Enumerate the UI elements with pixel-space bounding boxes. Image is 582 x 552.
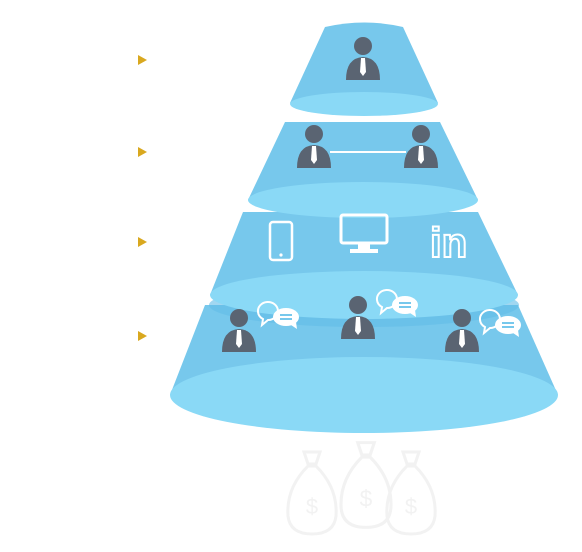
- bullet-marker: [138, 237, 147, 247]
- linkedin-icon: in: [430, 219, 467, 266]
- bullet-marker: [138, 331, 147, 341]
- smartphone-icon: [268, 220, 294, 262]
- bullet-marker: [138, 55, 147, 65]
- bullet-marker: [138, 147, 147, 157]
- funnel-tier-2: [248, 122, 478, 218]
- monitor-icon: [339, 213, 389, 253]
- funnel-tier-3: [210, 212, 518, 319]
- money-bags-icon: [286, 441, 437, 536]
